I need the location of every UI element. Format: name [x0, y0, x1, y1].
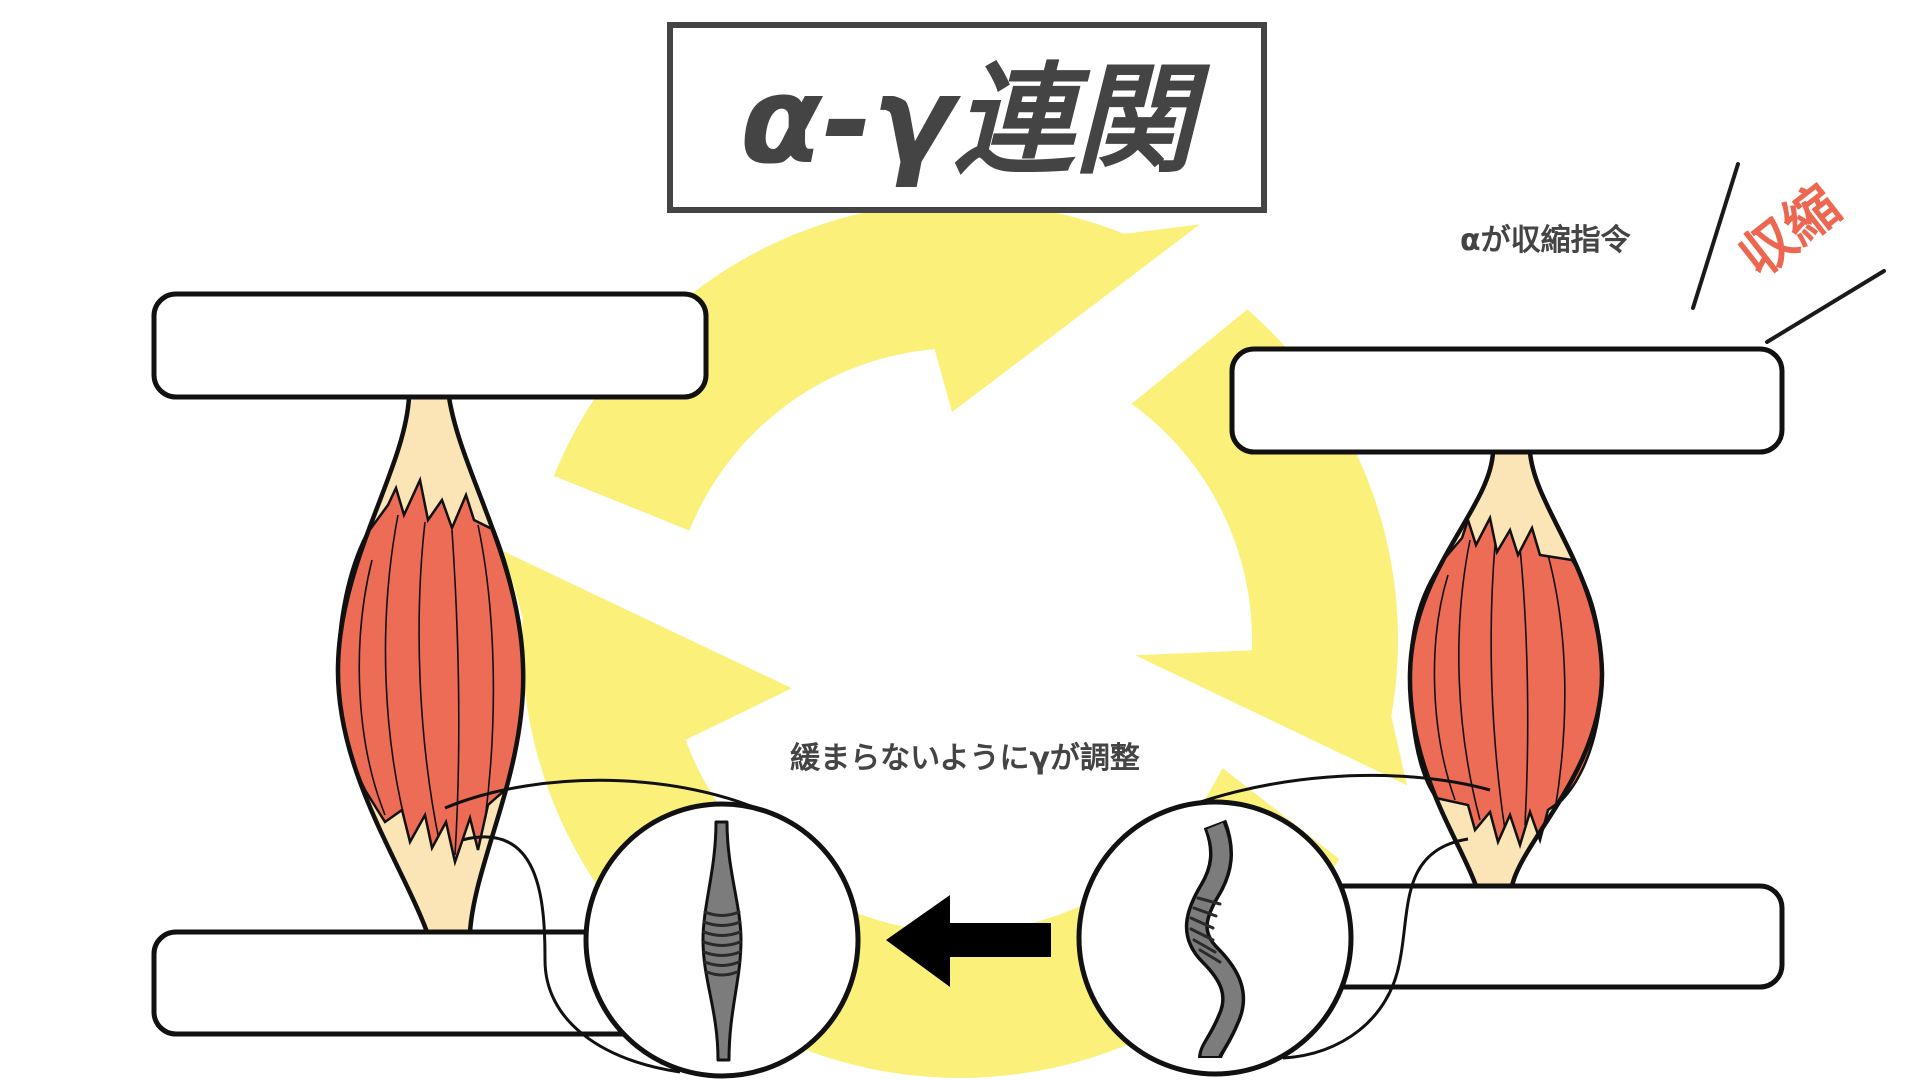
- right-fiber-5: [1547, 554, 1566, 811]
- left-callout-line-lower: [461, 835, 681, 1074]
- left-top-bar: [151, 291, 709, 400]
- cycle-arrow-top: [553, 201, 1200, 531]
- left-fiber-4: [451, 529, 460, 856]
- contraction-label: 収縮: [1728, 174, 1852, 290]
- right-muscle: [1407, 449, 1605, 889]
- emphasis-line-left: [1691, 162, 1740, 310]
- right-callout-line-lower: [1282, 837, 1469, 1060]
- right-fiber-1: [1433, 574, 1456, 801]
- right-zoom-circle: [1076, 799, 1354, 1077]
- right-zoom-outline: [1076, 799, 1354, 1077]
- left-fiber-5: [477, 524, 495, 821]
- alpha-command-label: αが収縮指令: [1460, 223, 1632, 258]
- right-top-bar: [1229, 346, 1785, 455]
- right-spindle-stripes: [1189, 896, 1222, 964]
- left-muscle: [335, 394, 526, 935]
- left-fiber-3: [418, 521, 441, 846]
- page-title: α-γ連関: [740, 52, 1211, 191]
- right-fiber-4: [1519, 547, 1529, 826]
- right-bottom-bar: [1297, 883, 1785, 990]
- left-bottom-bar: [151, 929, 647, 1037]
- left-zoom-circle: [583, 801, 861, 1079]
- left-fiber-2: [384, 514, 411, 841]
- left-spindle-stripes: [702, 910, 742, 977]
- arrow-left-icon: [886, 895, 1051, 987]
- left-muscle-fibers: [358, 514, 495, 856]
- right-fiber-3: [1490, 544, 1506, 831]
- title-frame: [667, 22, 1267, 213]
- left-muscle-spindle: [701, 820, 743, 1062]
- emphasis-line-right: [1765, 269, 1886, 344]
- gamma-adjust-label: 緩まらないようにγが調整: [790, 741, 1140, 776]
- left-fiber-1: [358, 559, 386, 816]
- title-box: α-γ連関: [667, 22, 1267, 213]
